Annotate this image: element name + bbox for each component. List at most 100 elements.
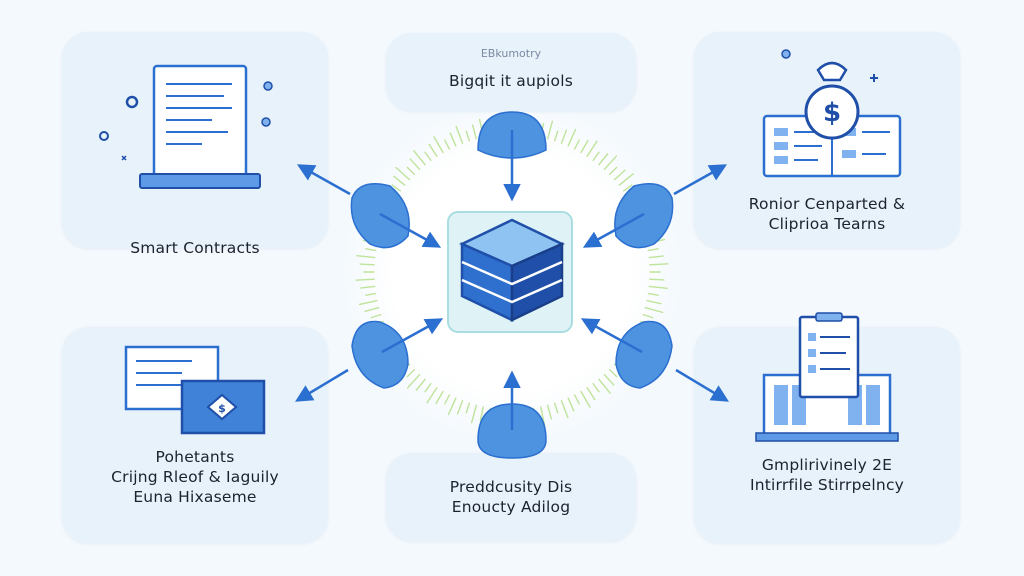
halo-ray: [646, 299, 662, 305]
halo-ray: [471, 124, 477, 140]
halo-ray: [586, 140, 598, 157]
halo-ray: [433, 136, 444, 154]
svg-text:$: $: [823, 98, 841, 128]
halo-ray: [642, 313, 654, 319]
halo-ray: [449, 132, 457, 147]
halo-ray: [413, 150, 426, 166]
halo-ray: [647, 248, 659, 252]
halo-ray: [424, 382, 432, 393]
halo-ray: [649, 278, 665, 281]
node-label: Pohetants Crijng Rleof & Iaguily Euna Hi…: [111, 448, 279, 506]
halo-ray: [580, 390, 591, 408]
halo-ray: [428, 143, 438, 157]
halo-ray: [547, 404, 553, 420]
document-window-icon: $: [124, 345, 266, 435]
halo-ray: [365, 292, 377, 296]
node-kicker: EBkumotry: [480, 47, 542, 60]
arrow-to-hub-lower-left: [381, 318, 444, 354]
node-label: Preddcusity Dis Enoucty Adilog: [449, 478, 573, 516]
halo-ray: [573, 394, 580, 405]
halo-ray: [355, 278, 375, 281]
svg-text:$: $: [218, 402, 226, 415]
halo-ray: [391, 184, 402, 192]
halo-ray: [359, 263, 375, 266]
halo-ray: [415, 378, 426, 391]
arrow-out-top-right: [673, 164, 728, 196]
halo-ray: [426, 387, 438, 404]
node-card-top-center: EBkumotry Bigqit it aupiols: [386, 33, 636, 111]
halo-ray: [648, 255, 664, 259]
arrow-out-top-left: [296, 164, 351, 196]
petal-upper-right: [614, 183, 674, 249]
halo-ray: [573, 139, 580, 150]
petal-upper-left: [350, 183, 410, 249]
halo-ray: [364, 307, 380, 313]
node-card-bottom-center: Preddcusity Dis Enoucty Adilog: [386, 453, 636, 541]
halo-ray: [649, 263, 669, 266]
halo-ray: [444, 394, 451, 405]
halo-ray: [644, 307, 664, 314]
halo-ray: [622, 184, 633, 192]
arrow-out-bottom-left: [294, 368, 349, 402]
halo-ray: [456, 400, 464, 415]
arrow-to-hub-upper-right: [582, 212, 645, 248]
halo-ray: [580, 139, 589, 154]
node-label: Bigqit it aupiols: [449, 72, 573, 90]
halo-ray: [598, 378, 611, 394]
laptop-document-icon: [99, 64, 273, 189]
node-label: Ronior Cenparted & Cliprioa Tearns: [748, 195, 906, 233]
halo-ray: [395, 166, 411, 181]
arrow-out-bottom-right: [675, 368, 730, 402]
halo-ray: [586, 387, 596, 401]
money-bag-ledger-icon: $: [762, 49, 902, 178]
node-label: Gmplirivinely 2E Intirrfile Stirrpelncy: [749, 456, 905, 494]
petal-lower-right: [615, 320, 673, 389]
halo-ray: [553, 130, 559, 142]
halo-ray: [447, 397, 457, 416]
halo-ray: [547, 120, 554, 140]
halo-ray: [358, 299, 378, 306]
halo-ray: [356, 254, 376, 259]
halo-ray: [406, 368, 416, 378]
halo-ray: [567, 128, 577, 147]
halo-ray: [479, 406, 485, 422]
halo-ray: [608, 368, 618, 378]
node-card-smart-contracts: Smart Contracts: [62, 32, 328, 257]
halo-ray: [406, 166, 416, 176]
halo-ray: [560, 400, 569, 419]
halo-ray: [444, 139, 451, 150]
petal-lower-left: [351, 320, 409, 389]
halo-ray: [409, 158, 421, 171]
halo-ray: [598, 153, 609, 166]
halo-ray: [608, 166, 618, 176]
arrow-to-hub-upper-left: [379, 212, 442, 248]
stacked-blocks-icon: [447, 211, 573, 333]
arrow-to-hub-lower-right: [580, 318, 643, 354]
halo-ray: [393, 175, 406, 186]
halo-ray: [603, 155, 618, 171]
halo-ray: [592, 382, 600, 393]
halo-ray: [424, 151, 432, 162]
halo-ray: [360, 285, 376, 289]
halo-ray: [647, 292, 659, 296]
petal-bottom: [477, 403, 547, 459]
halo-ray: [465, 130, 471, 142]
halo-ray: [592, 151, 600, 162]
halo-ray: [567, 397, 575, 412]
halo-ray: [470, 404, 477, 424]
halo-ray: [648, 285, 668, 290]
node-card-top-right: $ Ronior Cenparted & Cliprioa Tearns: [694, 32, 960, 248]
clipboard-server-icon: [755, 312, 899, 442]
node-card-bottom-right: Gmplirivinely 2E Intirrfile Stirrpelncy: [694, 312, 960, 543]
node-card-bottom-left: $ Pohetants Crijng Rleof & Iaguily Euna …: [62, 327, 328, 543]
halo-ray: [406, 373, 421, 389]
halo-ray: [435, 390, 444, 405]
halo-ray: [553, 402, 559, 414]
halo-ray: [613, 169, 626, 181]
halo-ray: [539, 406, 546, 426]
halo-ray: [465, 402, 471, 414]
node-label: Smart Contracts: [130, 239, 260, 257]
halo-ray: [618, 173, 634, 186]
halo-ray: [365, 248, 377, 252]
